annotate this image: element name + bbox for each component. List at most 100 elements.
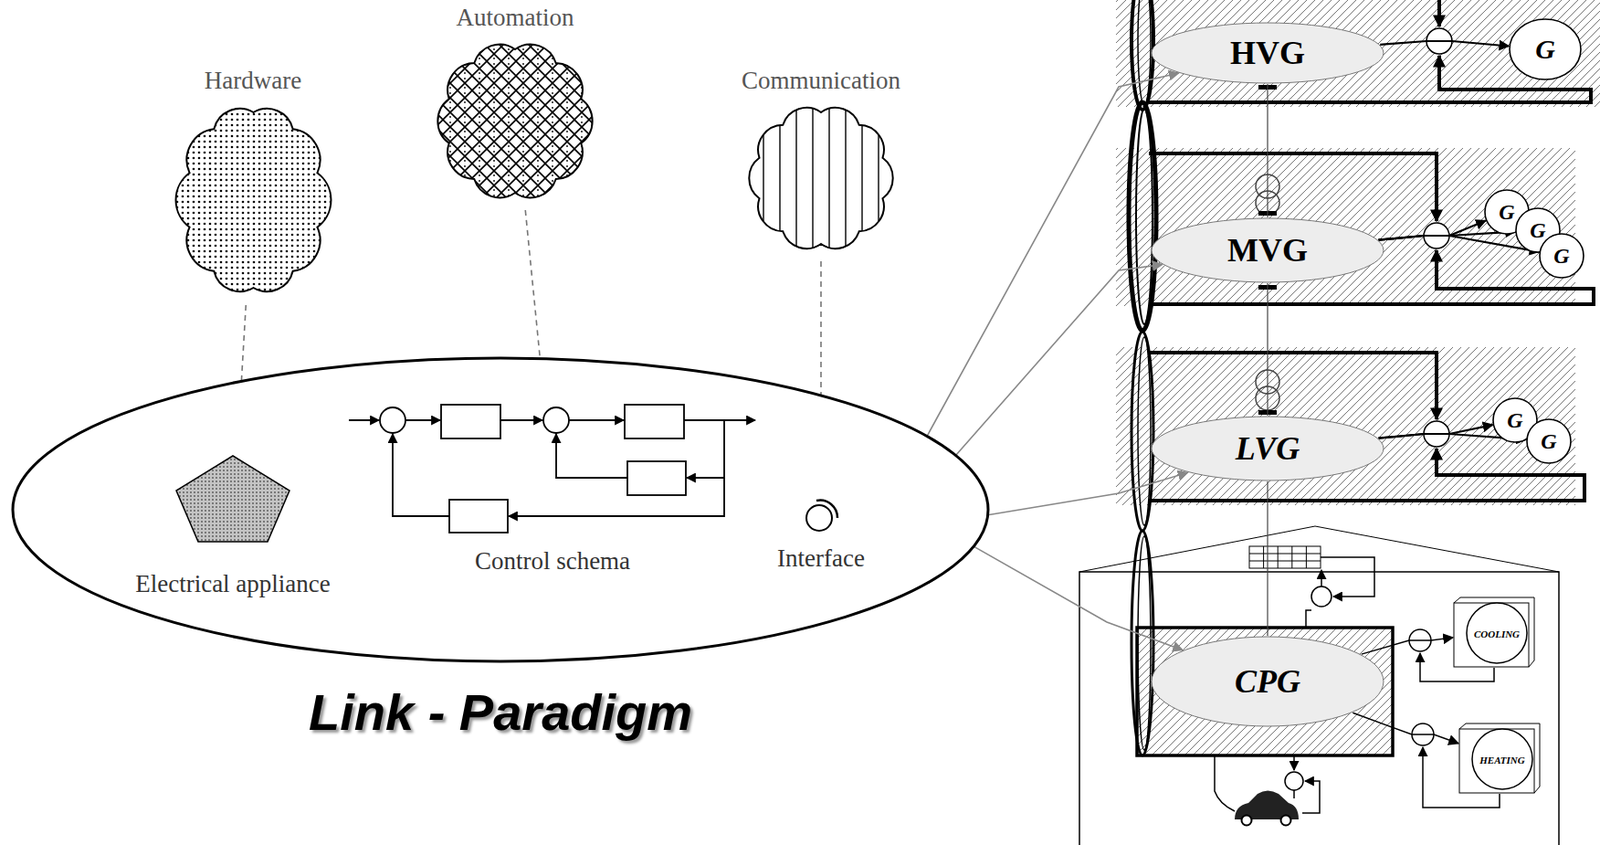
- cloud-label: Hardware: [168, 65, 338, 95]
- rect-part: [449, 499, 508, 533]
- consumer-label: HEATING: [1473, 750, 1526, 766]
- path-part: [1305, 610, 1312, 628]
- schema-drawing: [347, 392, 758, 539]
- rect-part: [1249, 546, 1321, 569]
- circle-part: [1281, 815, 1292, 826]
- ellipse-part: [12, 357, 989, 662]
- interface-figure: Interface: [773, 492, 869, 573]
- path-part: [437, 44, 592, 199]
- generator-label: G: [1529, 219, 1546, 242]
- connector: [1379, 41, 1509, 46]
- figure-label: Control schema: [347, 546, 758, 576]
- ellipse-part: [1128, 102, 1157, 331]
- ellipse-part: [1509, 19, 1581, 80]
- line-part: [684, 419, 756, 422]
- connector: [926, 73, 1179, 436]
- connector: [1361, 637, 1453, 654]
- generator-label: G: [1506, 409, 1523, 432]
- chain-links: [1128, 0, 1157, 756]
- cloud-shape: [428, 31, 602, 211]
- path-part: [748, 107, 893, 249]
- ellipse-part: [1137, 536, 1151, 750]
- rect-part: [627, 461, 686, 495]
- connector: [1378, 221, 1485, 241]
- spiral-drawing: [798, 492, 844, 538]
- path-part: [1293, 755, 1295, 770]
- circle-part: [543, 407, 569, 433]
- ellipse-part: [1151, 636, 1384, 727]
- cloud-shape: [168, 94, 338, 306]
- ellipse-part: [1151, 22, 1384, 84]
- hardware-cloud: Hardware: [168, 65, 338, 306]
- connector: [1266, 283, 1268, 416]
- circle-part: [1472, 728, 1533, 790]
- path-part: [1437, 0, 1442, 27]
- grid-label: LVG: [1235, 431, 1301, 465]
- path-part: [175, 108, 331, 292]
- ellipse-part: [1136, 108, 1153, 325]
- figure-label: Electrical appliance: [131, 568, 335, 599]
- path-part: [1148, 153, 1437, 222]
- generator-circle: G: [1508, 18, 1582, 81]
- path-part: [1459, 723, 1540, 793]
- connector: [1266, 481, 1268, 636]
- rect-part: [1115, 0, 1600, 107]
- link-paradigm-ellipse: Electrical appliance Control schema Interf…: [10, 356, 990, 664]
- grid-ellipse: LVG: [1150, 415, 1385, 482]
- grid-ellipse: HVG: [1150, 21, 1385, 85]
- generator-circle: G: [1526, 418, 1572, 464]
- line-part: [500, 419, 543, 422]
- ellipse-part: [1131, 0, 1154, 110]
- rect-part: [624, 404, 685, 439]
- connector: [956, 264, 1163, 456]
- ellipse-part: [1539, 233, 1584, 278]
- circle-part: [1466, 602, 1527, 664]
- generator-label: G: [1553, 244, 1569, 267]
- generator-label: G: [1498, 200, 1515, 223]
- path-part: [1302, 780, 1320, 813]
- connector: [1266, 84, 1268, 218]
- ellipse-part: [1137, 336, 1151, 526]
- rect-part: [1459, 728, 1535, 793]
- ellipse-part: [1151, 218, 1384, 283]
- cooling-box: COOLING: [1452, 596, 1536, 668]
- ellipse-part: [1151, 416, 1384, 481]
- battery-grid: [1249, 546, 1321, 569]
- cloud-label: Communication: [736, 65, 906, 95]
- rect-part: [1453, 602, 1529, 667]
- consumer-label: COOLING: [1468, 624, 1520, 640]
- path-part: [1453, 597, 1535, 667]
- communication-cloud: Communication: [736, 65, 906, 262]
- cloud-label: Automation: [428, 2, 602, 32]
- ellipse-part: [1131, 331, 1154, 531]
- path-part: [1320, 569, 1323, 587]
- path-part: [1293, 789, 1295, 799]
- control-schema: Control schema: [347, 392, 758, 576]
- line-part: [405, 419, 441, 422]
- grid-label: CPG: [1234, 664, 1301, 698]
- path-part: [1249, 546, 1321, 569]
- generator-label: G: [1535, 35, 1556, 64]
- generator-label: G: [1540, 430, 1557, 453]
- circle-part: [1284, 771, 1304, 790]
- line-part: [348, 419, 379, 422]
- feedback-loops: [1148, 0, 1594, 501]
- cloud-shape: [738, 94, 904, 262]
- grid-ellipse: CPG: [1150, 635, 1385, 727]
- connector: [973, 546, 1183, 650]
- path-part: [1214, 755, 1235, 811]
- line-part: [568, 419, 624, 422]
- circle-part: [1242, 815, 1253, 826]
- rect-part: [1115, 347, 1576, 506]
- grid-ellipse: MVG: [1150, 217, 1385, 284]
- circle-part: [379, 407, 406, 433]
- pentagon-drawing: [174, 453, 292, 544]
- generator-circle: G: [1538, 232, 1585, 279]
- grid-label: MVG: [1227, 233, 1308, 267]
- electric-car: [1234, 790, 1299, 826]
- path-part: [1148, 352, 1437, 420]
- automation-cloud: Automation: [428, 2, 602, 211]
- ellipse-part: [1131, 530, 1154, 756]
- rect-part: [441, 404, 501, 439]
